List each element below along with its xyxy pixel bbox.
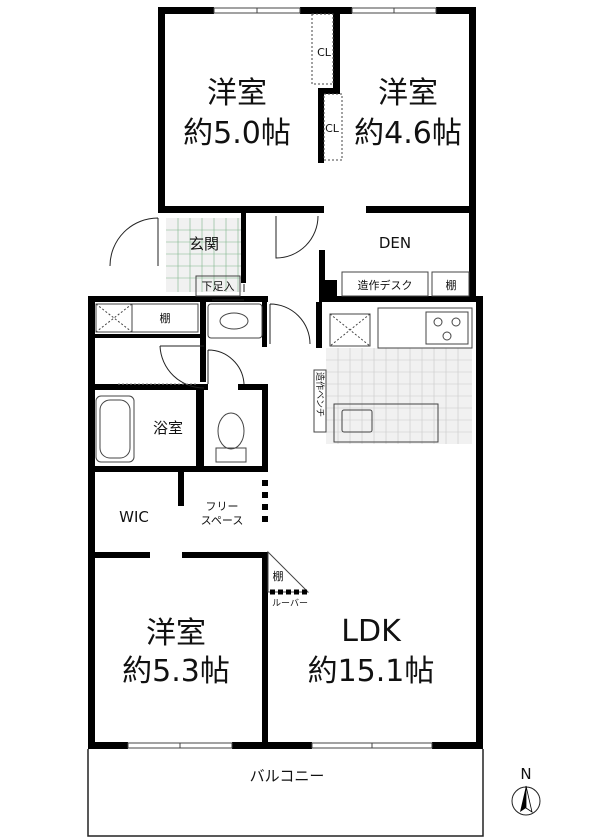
wall-top-mid [300, 7, 352, 14]
wall-main-bottom-r [432, 742, 483, 749]
wall-column [319, 280, 337, 300]
hall-door [212, 284, 245, 301]
room-sw-name: 洋室 [146, 616, 206, 651]
kitchen-tile-grid [326, 348, 472, 444]
genkan-tile-grid [166, 218, 242, 292]
wall-wic-stub [178, 472, 184, 506]
wall-main-east [476, 296, 483, 749]
room-ldk-name: LDK [341, 614, 402, 649]
wall-den-west [319, 250, 325, 300]
wall-bath-right [196, 390, 204, 470]
wall-storage-vertical [200, 302, 206, 382]
wall-toilet-right [262, 390, 268, 470]
wall-closet-a [333, 14, 340, 94]
closet-label-1: CL [317, 46, 332, 59]
shelf-wash-box [131, 303, 199, 333]
compass: N [511, 765, 541, 816]
entrance-door [109, 217, 159, 267]
balcony-label: バルコニー [250, 767, 325, 785]
wall-genkan-right [241, 213, 246, 283]
kitchen-pantry [329, 313, 371, 347]
room-nw-area: 約5.0帖 [183, 116, 291, 151]
wall-closet-c [318, 88, 324, 163]
desk-label: 造作デスク [358, 278, 413, 292]
wall-wash-top [95, 334, 205, 338]
wall-east-upper [469, 7, 476, 213]
wall-top-right [436, 7, 476, 14]
compass-needle-icon [520, 786, 526, 812]
genkan-tile-floor [166, 218, 242, 292]
bathtub [95, 395, 135, 463]
wall-main-bottom-l [88, 742, 128, 749]
washbasin [207, 303, 263, 339]
room-ldk-area: 約15.1帖 [308, 654, 435, 689]
bench-box [313, 369, 327, 433]
wall-wic-bottom-r [182, 552, 268, 558]
louver-dash-2 [262, 492, 268, 498]
louver-label: ルーバー [272, 598, 308, 609]
shelf-ldk-label: 棚 [273, 569, 284, 583]
free-space-line-2: スペース [201, 514, 244, 527]
room-sw-area: 約5.3帖 [122, 654, 230, 689]
wall-bath-bottom [88, 466, 268, 472]
room-ne-name: 洋室 [378, 76, 438, 111]
wall-den-east [469, 206, 476, 302]
sink [341, 409, 373, 433]
bath-door-a [159, 345, 205, 389]
balcony-outline [87, 749, 484, 837]
wall-closet-b [318, 88, 340, 94]
closet-label-2: CL [325, 122, 340, 135]
stove-counter [377, 307, 473, 349]
shelf-wash-label: 棚 [160, 311, 171, 325]
wall-west-upper [158, 7, 165, 212]
wall-bath-top [88, 384, 208, 390]
stove-top [425, 311, 469, 345]
bath-door-b [207, 349, 245, 385]
walls [88, 7, 483, 749]
windows [127, 7, 437, 749]
louver-dash-1 [262, 480, 268, 486]
fixtures [95, 13, 473, 595]
wall-main-top [88, 296, 268, 302]
louver-dash-4 [262, 516, 268, 522]
wall-main-bottom-m [232, 742, 312, 749]
desk-box [341, 271, 429, 297]
wall-sink-right [262, 302, 267, 347]
wall-kitchen-left [316, 302, 322, 348]
toilet-tank [215, 447, 247, 463]
den-door [275, 215, 319, 259]
storage-box [95, 303, 133, 333]
wall-ldk-divider [262, 552, 268, 749]
wall-nw-bottom [158, 206, 324, 213]
bench-label: 造作ベンチ [314, 372, 326, 417]
wall-wic-bottom-l [88, 552, 150, 558]
room-nw-name: 洋室 [207, 76, 267, 111]
doors [109, 215, 319, 389]
shoe-storage-box [195, 275, 241, 297]
bath-label: 浴室 [153, 419, 183, 437]
wic-label: WIC [119, 508, 149, 526]
wall-den-south [319, 296, 476, 302]
toilet-bowl [217, 412, 245, 450]
den-label: DEN [379, 234, 411, 252]
genkan-label: 玄関 [189, 235, 219, 253]
wall-toilet-top [238, 384, 268, 390]
kitchen-island [333, 403, 439, 443]
shelf-den-label: 棚 [446, 278, 457, 292]
closet-cl1-box [311, 13, 334, 85]
closet-cl2-box [323, 93, 343, 161]
louver-dash-3 [262, 504, 268, 510]
ldk-door [269, 303, 311, 345]
compass-letter: N [520, 765, 531, 783]
shoe-storage-label: 下足入 [202, 280, 235, 293]
wall-main-west [88, 296, 95, 749]
shelf-den-box [431, 271, 470, 297]
wall-top-left [158, 7, 214, 14]
wall-ne-bottom [366, 206, 476, 213]
room-ne-area: 約4.6帖 [354, 116, 462, 151]
free-space-line-1: フリー [206, 500, 239, 513]
tiled-floors [166, 218, 472, 444]
